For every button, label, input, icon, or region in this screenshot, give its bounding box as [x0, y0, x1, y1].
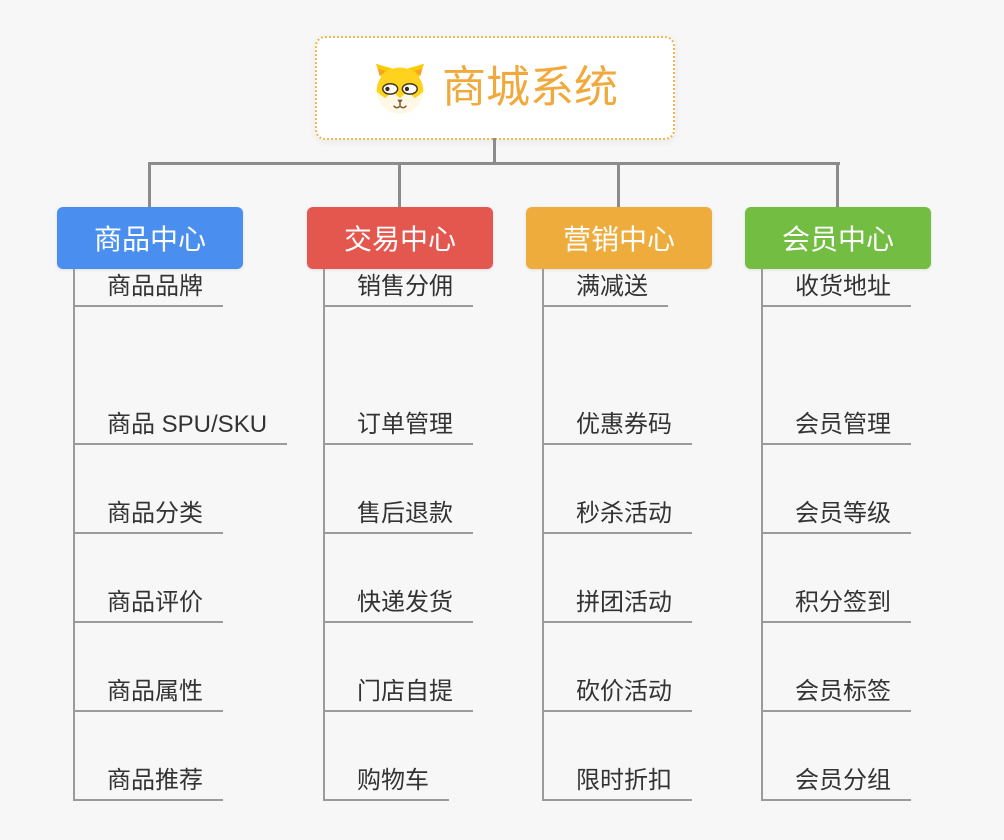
branch-label: 营销中心	[562, 224, 675, 255]
leaf-node[interactable]: 拼团活动	[542, 585, 692, 623]
leaf-node[interactable]: 会员等级	[761, 496, 911, 534]
leaf-node[interactable]: 购物车	[323, 763, 449, 801]
connector-stem-member	[836, 164, 839, 207]
leaf-node[interactable]: 会员管理	[761, 407, 911, 445]
leaf-node[interactable]: 优惠券码	[542, 407, 692, 445]
branch-product-center[interactable]: 商品中心	[57, 207, 243, 269]
branch-spine	[761, 269, 763, 799]
root-node[interactable]: 商城系统	[315, 36, 675, 140]
connector-bus	[148, 162, 840, 165]
branch-spine	[323, 269, 325, 799]
branch-label: 交易中心	[343, 224, 456, 255]
branch-spine	[73, 269, 75, 799]
branch-spine	[542, 269, 544, 799]
branch-trade-center[interactable]: 交易中心	[307, 207, 493, 269]
leaf-node[interactable]: 满减送	[542, 269, 668, 307]
leaf-node[interactable]: 商品属性	[73, 674, 223, 712]
leaf-node[interactable]: 砍价活动	[542, 674, 692, 712]
leaf-node[interactable]: 商品品牌	[73, 269, 223, 307]
leaf-node[interactable]: 商品推荐	[73, 763, 223, 801]
connector-stem-trade	[398, 164, 401, 207]
leaf-node[interactable]: 售后退款	[323, 496, 473, 534]
leaf-node[interactable]: 销售分佣	[323, 269, 473, 307]
branch-label: 商品中心	[93, 224, 206, 255]
dog-face-icon	[375, 63, 425, 115]
leaf-node[interactable]: 会员分组	[761, 763, 911, 801]
leaf-node[interactable]: 积分签到	[761, 585, 911, 623]
leaf-node[interactable]: 快递发货	[323, 585, 473, 623]
leaf-node[interactable]: 订单管理	[323, 407, 473, 445]
branch-marketing-center[interactable]: 营销中心	[526, 207, 712, 269]
leaf-node[interactable]: 门店自提	[323, 674, 473, 712]
root-title: 商城系统	[442, 63, 618, 112]
leaf-node[interactable]: 商品评价	[73, 585, 223, 623]
connector-root-stem	[493, 138, 496, 165]
leaf-node[interactable]: 会员标签	[761, 674, 911, 712]
leaf-node[interactable]: 限时折扣	[542, 763, 692, 801]
leaf-node[interactable]: 秒杀活动	[542, 496, 692, 534]
branch-label: 会员中心	[781, 224, 894, 255]
connector-stem-product	[148, 164, 151, 207]
leaf-node[interactable]: 商品分类	[73, 496, 223, 534]
connector-stem-marketing	[617, 164, 620, 207]
leaf-node[interactable]: 商品 SPU/SKU	[73, 407, 288, 445]
branch-member-center[interactable]: 会员中心	[745, 207, 931, 269]
leaf-node[interactable]: 收货地址	[761, 269, 911, 307]
